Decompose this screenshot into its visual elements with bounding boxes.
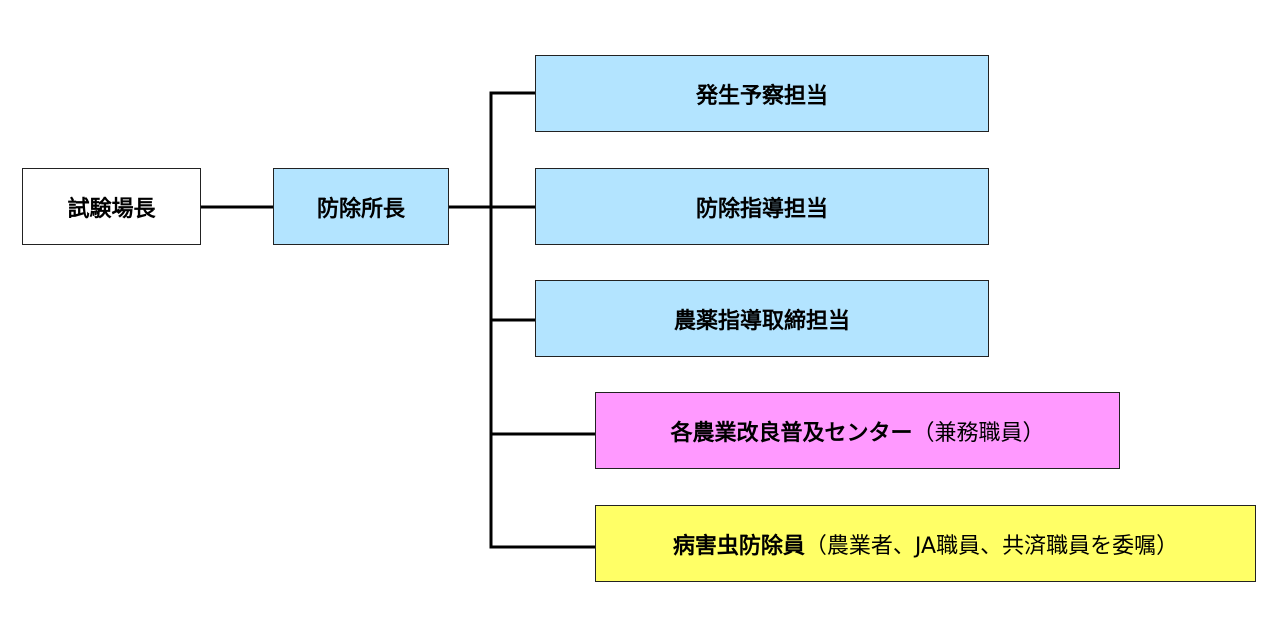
director-box: 試験場長 — [22, 168, 201, 245]
extension-center-box: 各農業改良普及センター（兼務職員） — [595, 392, 1120, 469]
director-label: 試験場長 — [67, 196, 156, 222]
volunteer-label: 病害虫防除員 — [672, 533, 805, 559]
extension-center-label: 各農業改良普及センター — [670, 420, 913, 446]
forecast-unit-label: 発生予察担当 — [695, 83, 828, 109]
forecast-unit-box: 発生予察担当 — [535, 55, 989, 132]
chief-label: 防除所長 — [316, 196, 405, 222]
volunteer-note: （農業者、JA職員、共済職員を委嘱） — [804, 533, 1179, 559]
pesticide-unit-label: 農薬指導取締担当 — [673, 308, 850, 334]
volunteer-box: 病害虫防除員（農業者、JA職員、共済職員を委嘱） — [595, 505, 1256, 582]
guidance-unit-box: 防除指導担当 — [535, 168, 989, 245]
guidance-unit-label: 防除指導担当 — [695, 196, 828, 222]
pesticide-unit-box: 農薬指導取締担当 — [535, 280, 989, 357]
chief-box: 防除所長 — [273, 168, 449, 245]
extension-center-note: （兼務職員） — [912, 420, 1045, 446]
